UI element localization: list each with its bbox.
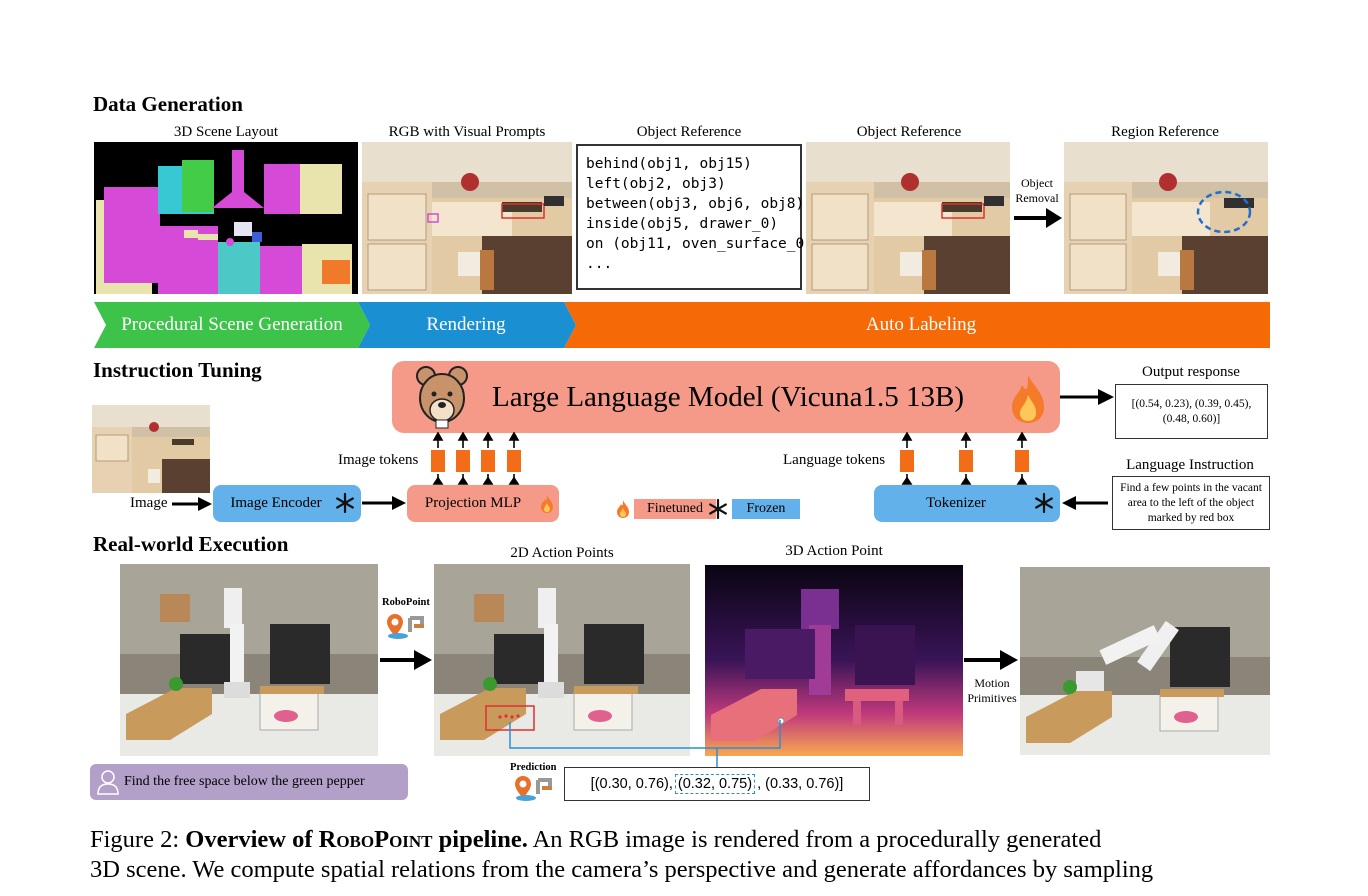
scene-layout-image <box>94 142 358 294</box>
image-token <box>431 450 445 472</box>
panel-title-rgb-prompts: RGB with Visual Prompts <box>388 124 546 140</box>
prediction-highlight: (0.32, 0.75) <box>674 774 756 794</box>
figure-caption-line2: 3D scene. We compute spatial relations f… <box>90 856 1154 883</box>
panel-title-scene-layout: 3D Scene Layout <box>173 124 279 140</box>
banner-procedural-scene-generation: Procedural Scene Generation <box>121 314 343 335</box>
tokenizer-box: Tokenizer <box>874 485 1060 522</box>
caption-figure-label: Figure 2: <box>90 826 180 853</box>
caption-bold-lead: Overview of <box>185 826 313 853</box>
caption-robopoint: RoboPoint <box>318 826 433 853</box>
language-token <box>1015 450 1029 472</box>
object-removal-label: Object Removal <box>1015 176 1059 205</box>
section-title-real-world: Real-world Execution <box>93 532 289 556</box>
language-tokens-label: Language tokens <box>783 452 886 468</box>
motion-arrow <box>964 650 1018 670</box>
banner-auto-labeling: Auto Labeling <box>865 314 977 335</box>
relation-line: between(obj3, obj6, obj8) <box>586 196 805 212</box>
image-encoder-label: Image Encoder <box>230 495 322 511</box>
image-label: Image <box>130 495 168 511</box>
legend-finetuned: Finetuned <box>634 499 716 519</box>
prediction-part-1: [(0.30, 0.76), <box>590 776 673 792</box>
snowflake-icon <box>335 492 355 518</box>
llm-label: Large Language Model (Vicuna1.5 13B) <box>492 380 965 413</box>
language-token <box>900 450 914 472</box>
relation-line: behind(obj1, obj15) <box>586 156 752 172</box>
caption-line1-rest: An RGB image is rendered from a procedur… <box>532 826 1102 853</box>
snowflake-icon <box>1034 492 1054 518</box>
encoder-to-mlp-arrow <box>362 496 406 510</box>
user-query-box: Find the free space below the green pepp… <box>90 764 408 800</box>
language-token-arrows <box>901 432 1028 485</box>
fire-icon <box>1012 375 1044 423</box>
language-instruction-title: Language Instruction <box>1126 457 1254 473</box>
relation-line: on (obj11, oven_surface_0) <box>586 236 813 252</box>
prediction-part-3: , (0.33, 0.76)] <box>757 776 844 792</box>
region-reference-image <box>1064 142 1268 294</box>
banner-rendering: Rendering <box>426 314 506 335</box>
instruction-to-tokenizer-arrow <box>1062 496 1108 510</box>
relation-line: ... <box>586 256 613 272</box>
user-query-text: Find the free space below the green pepp… <box>124 774 365 789</box>
image-token <box>456 450 470 472</box>
snowflake-icon <box>708 498 728 524</box>
fire-icon <box>540 494 554 519</box>
panel-title-region-reference: Region Reference <box>1111 124 1219 140</box>
motion-primitives-label: Motion Primitives <box>967 676 1017 705</box>
pipeline-banner <box>94 302 1270 348</box>
robopoint-label: RoboPoint <box>382 597 430 608</box>
robopoint-icon <box>387 614 424 639</box>
panel-title-2d-action-points: 2D Action Points <box>510 545 614 561</box>
relation-line: inside(obj5, drawer_0) <box>586 216 779 232</box>
image-tokens-label: Image tokens <box>338 452 419 468</box>
robopoint-icon <box>515 776 552 801</box>
rgb-visual-prompts-image <box>362 142 572 294</box>
image-token <box>507 450 521 472</box>
user-icon <box>97 770 119 795</box>
panel-title-3d-action-point: 3D Action Point <box>785 543 883 559</box>
llm-output-arrow <box>1060 389 1114 405</box>
action-3d-image <box>705 565 963 756</box>
action-2d-image <box>434 564 690 756</box>
relations-box: behind(obj1, obj15) left(obj2, obj3) bet… <box>576 144 813 290</box>
figure-caption-line1: Figure 2: Overview of RoboPoint pipeline… <box>90 825 1278 855</box>
projection-mlp-label: Projection MLP <box>424 495 522 511</box>
image-token <box>481 450 495 472</box>
legend-frozen: Frozen <box>732 499 800 519</box>
fire-icon <box>616 499 630 524</box>
prediction-connector <box>509 720 781 768</box>
panel-title-object-reference-1: Object Reference <box>636 124 742 140</box>
output-response-box: [(0.54, 0.23), (0.39, 0.45), (0.48, 0.60… <box>1115 384 1268 439</box>
bear-icon <box>416 366 468 429</box>
robot-execution-image <box>1020 567 1270 755</box>
output-response-title: Output response <box>1142 364 1240 380</box>
section-title-data-generation: Data Generation <box>93 92 243 116</box>
robopoint-arrow <box>380 650 432 670</box>
prediction-label: Prediction <box>510 762 557 773</box>
caption-bold-tail: pipeline. <box>438 826 528 853</box>
image-arrow <box>172 497 212 511</box>
prediction-box: [(0.30, 0.76), (0.32, 0.75) , (0.33, 0.7… <box>564 767 870 801</box>
projection-mlp-box: Projection MLP <box>407 485 559 522</box>
legend: Finetuned Frozen <box>614 497 804 521</box>
object-reference-image <box>806 142 1010 294</box>
llm-box: Large Language Model (Vicuna1.5 13B) <box>392 361 1060 433</box>
relation-line: left(obj2, obj3) <box>586 176 726 192</box>
image-encoder-box: Image Encoder <box>213 485 361 522</box>
object-removal-arrow <box>1014 208 1062 228</box>
tokenizer-label: Tokenizer <box>926 495 986 511</box>
input-image-thumbnail <box>92 405 210 493</box>
panel-title-object-reference-2: Object Reference <box>856 124 962 140</box>
language-instruction-box: Find a few points in the vacant area to … <box>1112 476 1270 530</box>
image-token-arrows <box>432 432 520 485</box>
robot-scene-input-image <box>120 564 378 756</box>
language-token <box>959 450 973 472</box>
section-title-instruction-tuning: Instruction Tuning <box>93 358 262 382</box>
